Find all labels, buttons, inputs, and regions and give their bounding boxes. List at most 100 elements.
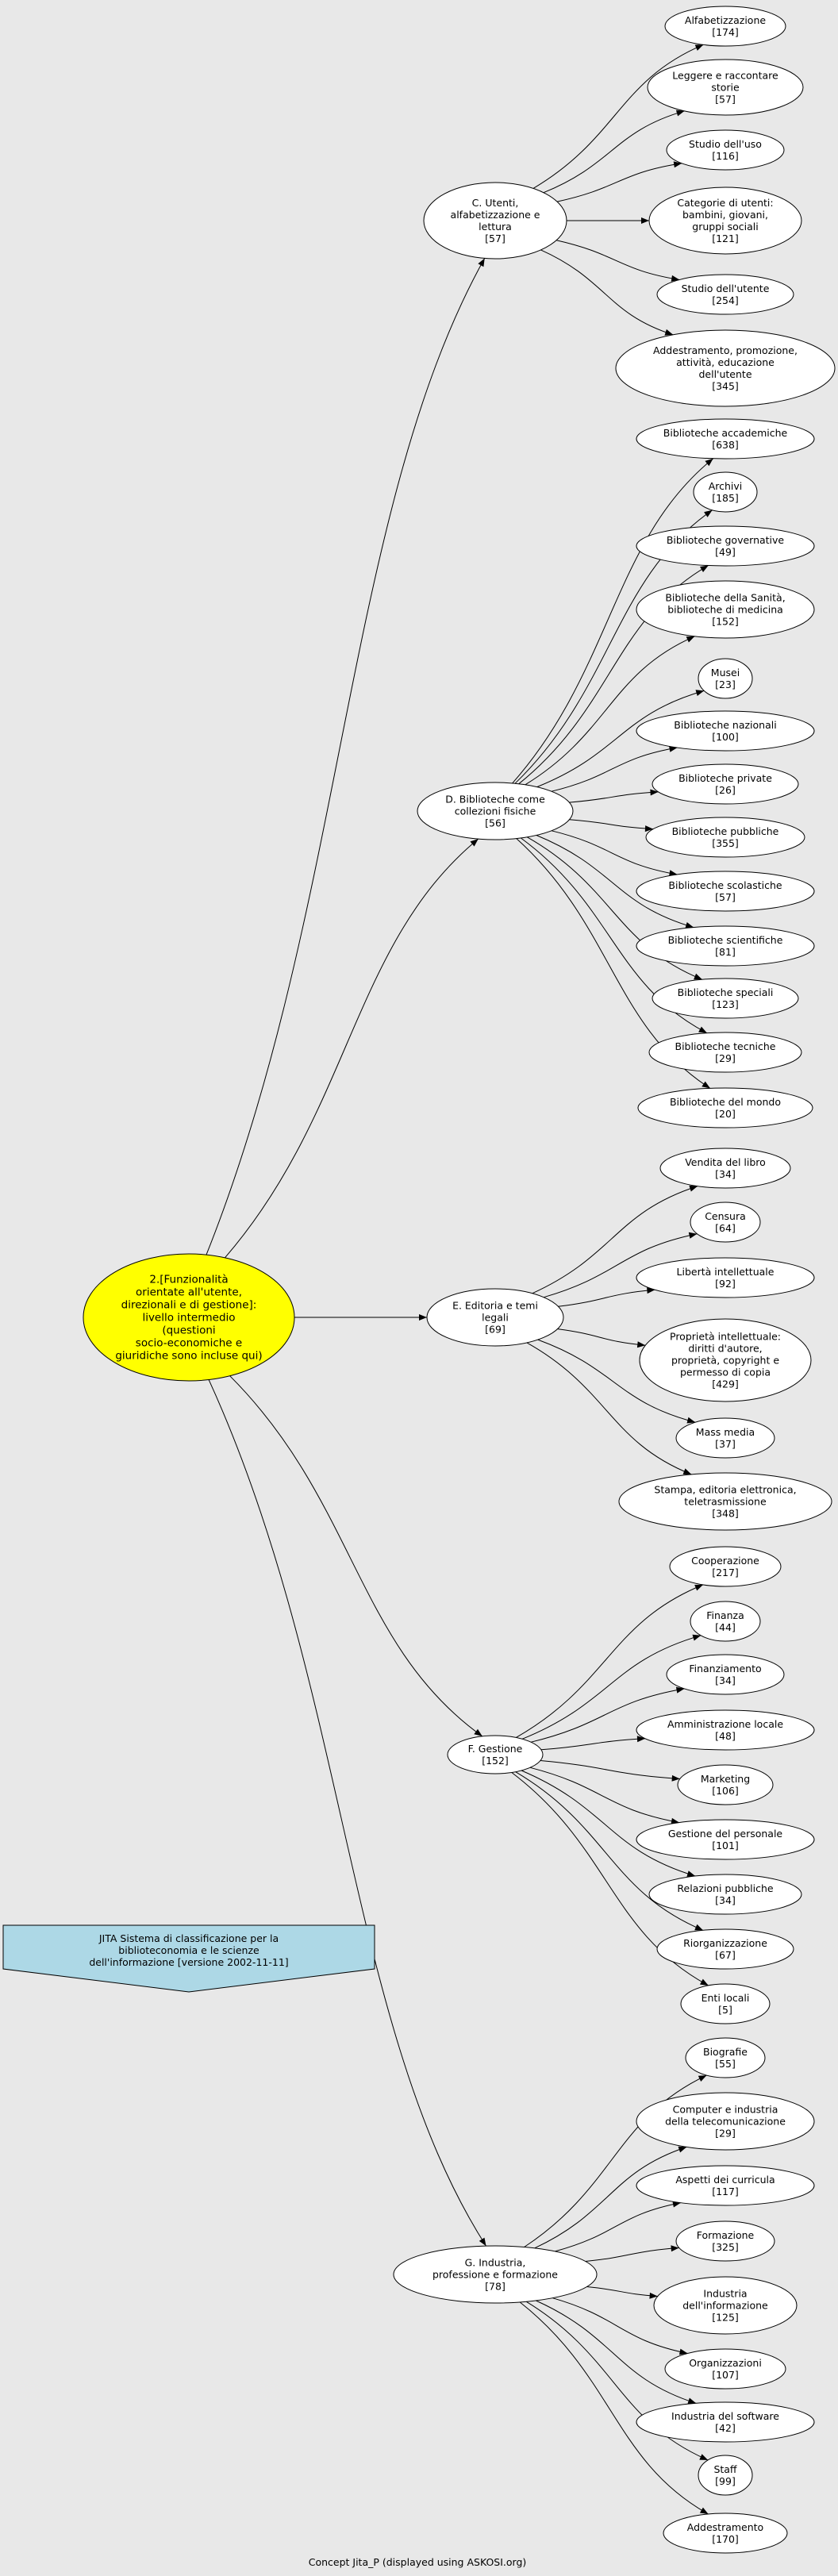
branch-node-g-label-line: professione e formazione [432, 2269, 558, 2281]
branch-node-d-label-line: [56] [485, 817, 505, 829]
leaf-node-d-3-shape [636, 580, 815, 639]
leaf-node-g-0-label-line: Biografie [703, 2046, 748, 2058]
branch-node-c-shape [423, 182, 567, 260]
leaf-node-d-9[interactable]: Biblioteche scientifiche[81] [636, 925, 815, 967]
leaf-node-c-1-shape [647, 59, 804, 116]
banner-label-line: biblioteconomia e le scienze [118, 1944, 259, 1956]
leaf-node-f-6[interactable]: Relazioni pubbliche[34] [648, 1874, 802, 1915]
leaf-node-f-2[interactable]: Finanziamento[34] [666, 1654, 785, 1695]
leaf-node-d-2[interactable]: Biblioteche governative[49] [636, 525, 815, 567]
leaf-node-g-4-label-line: dell'informazione [682, 2300, 768, 2312]
edge-root-to-d-arrowhead [470, 839, 479, 847]
leaf-node-f-1[interactable]: Finanza[44] [690, 1601, 761, 1642]
leaf-node-d-8[interactable]: Biblioteche scolastiche[57] [636, 871, 815, 912]
leaf-node-e-0[interactable]: Vendita del libro[34] [659, 1148, 791, 1189]
leaf-node-f-0-label-line: Cooperazione [691, 1555, 759, 1567]
leaf-node-f-2-label-line: Finanziamento [689, 1663, 761, 1674]
edge-d-to-child-0-arrowhead [705, 458, 713, 467]
leaf-node-d-7-label-line: [355] [712, 837, 739, 849]
leaf-node-g-5[interactable]: Organizzazioni[107] [664, 2348, 786, 2390]
branch-node-g[interactable]: G. Industria,professione e formazione[78… [393, 2245, 598, 2304]
leaf-node-g-3-label-line: Formazione [697, 2229, 755, 2241]
leaf-node-g-5-label-line: Organizzazioni [689, 2357, 762, 2369]
root-node-label-line: giuridiche sono incluse qui) [115, 1350, 262, 1363]
leaf-node-d-5-shape [636, 710, 815, 752]
leaf-node-d-7-shape [645, 817, 805, 858]
leaf-node-c-2[interactable]: Studio dell'uso[116] [666, 129, 785, 171]
leaf-node-g-0[interactable]: Biografie[55] [685, 2037, 766, 2078]
leaf-node-c-0[interactable]: Alfabetizzazione[174] [664, 6, 786, 47]
root-node-label-line: livello intermedio [142, 1312, 235, 1325]
leaf-node-d-6[interactable]: Biblioteche private[26] [652, 763, 799, 805]
leaf-node-d-3[interactable]: Biblioteche della Sanità,biblioteche di … [636, 580, 815, 639]
leaf-node-f-7[interactable]: Riorganizzazione[67] [656, 1928, 794, 1970]
leaf-node-d-9-shape [636, 925, 815, 967]
edge-f-to-child-6-arrowhead [686, 1870, 696, 1877]
edge-d-to-child-7 [569, 819, 654, 830]
leaf-node-f-3[interactable]: Amministrazione locale[48] [636, 1709, 815, 1751]
edge-f-to-child-7-arrowhead [694, 1924, 703, 1931]
edge-c-to-child-5 [540, 249, 674, 336]
edge-e-to-child-2-arrowhead [647, 1287, 655, 1294]
root-node-label-line: 2.[Funzionalità [149, 1274, 228, 1286]
leaf-node-d-1[interactable]: Archivi[185] [693, 471, 758, 513]
leaf-node-c-5-label-line: Addestramento, promozione, [653, 344, 798, 356]
edge-g-to-child-2 [555, 2202, 682, 2252]
leaf-node-e-1[interactable]: Censura[64] [690, 1201, 761, 1243]
leaf-node-e-2[interactable]: Libertà intellettuale[92] [636, 1257, 815, 1298]
edge-c-to-child-1 [543, 110, 685, 194]
leaf-node-g-6[interactable]: Industria del software[42] [636, 2401, 815, 2443]
leaf-node-c-3[interactable]: Categorie di utenti:bambini, giovani,gru… [648, 186, 802, 255]
leaf-node-c-4[interactable]: Studio dell'utente[254] [656, 274, 794, 315]
leaf-node-f-1-label-line: Finanza [706, 1609, 744, 1621]
leaf-node-g-1-label-line: [29] [715, 2128, 736, 2140]
leaf-node-e-5-label-line: Stampa, editoria elettronica, [654, 1484, 796, 1496]
edge-d-to-child-5 [551, 747, 678, 792]
leaf-node-c-5[interactable]: Addestramento, promozione,attività, educ… [615, 329, 836, 407]
leaf-node-e-3-label-line: diritti d'autore, [688, 1343, 762, 1355]
leaf-node-e-2-shape [636, 1257, 815, 1298]
leaf-node-g-2[interactable]: Aspetti dei curricula[117] [636, 2165, 815, 2206]
leaf-node-f-4[interactable]: Marketing[106] [677, 1764, 774, 1805]
leaf-node-c-4-label-line: [254] [712, 294, 739, 306]
edge-root-to-g [208, 1379, 486, 2247]
edge-c-to-child-1-arrowhead [675, 110, 685, 117]
leaf-node-g-2-label-line: [117] [712, 2186, 739, 2197]
leaf-node-d-4[interactable]: Musei[23] [698, 658, 753, 699]
leaf-node-e-5[interactable]: Stampa, editoria elettronica,teletrasmis… [618, 1472, 832, 1531]
leaf-node-d-11[interactable]: Biblioteche tecniche[29] [648, 1032, 802, 1073]
edge-f-to-child-4-arrowhead [671, 1774, 680, 1782]
root-node-label-line: (questioni [162, 1325, 215, 1337]
leaf-node-d-5[interactable]: Biblioteche nazionali[100] [636, 710, 815, 752]
edge-g-to-child-4 [586, 2286, 658, 2297]
branch-node-f[interactable]: F. Gestione[152] [447, 1735, 544, 1774]
leaf-node-g-3[interactable]: Formazione[325] [675, 2220, 775, 2262]
leaf-node-d-7[interactable]: Biblioteche pubbliche[355] [645, 817, 805, 858]
leaf-node-g-8[interactable]: Addestramento[170] [663, 2513, 788, 2554]
leaf-node-f-5[interactable]: Gestione del personale[101] [636, 1819, 815, 1860]
edge-d-to-child-6-arrowhead [650, 789, 659, 796]
edge-f-to-child-7 [515, 1771, 704, 1931]
leaf-node-e-3[interactable]: Proprietà intellettuale:diritti d'autore… [639, 1318, 812, 1402]
leaf-node-f-0[interactable]: Cooperazione[217] [669, 1546, 782, 1587]
leaf-node-g-7[interactable]: Staff[99] [698, 2455, 753, 2496]
edge-f-to-child-6 [521, 1770, 696, 1877]
leaf-node-d-12[interactable]: Biblioteche del mondo[20] [637, 1087, 813, 1128]
leaf-node-d-0[interactable]: Biblioteche accademiche[638] [636, 418, 815, 459]
branch-node-c-label-line: [57] [485, 233, 505, 244]
leaf-node-d-10-label-line: Biblioteche speciali [678, 986, 774, 998]
leaf-node-d-11-label-line: [29] [715, 1052, 736, 1064]
classification-banner: JITA Sistema di classificazione per labi… [2, 1924, 375, 1993]
leaf-node-g-7-label-line: [99] [715, 2475, 736, 2487]
leaf-node-f-8[interactable]: Enti locali[5] [680, 1983, 771, 2024]
edge-e-to-child-5-arrowhead [682, 1468, 692, 1474]
leaf-node-e-4[interactable]: Mass media[37] [675, 1417, 775, 1459]
leaf-node-d-10[interactable]: Biblioteche speciali[123] [652, 978, 799, 1019]
